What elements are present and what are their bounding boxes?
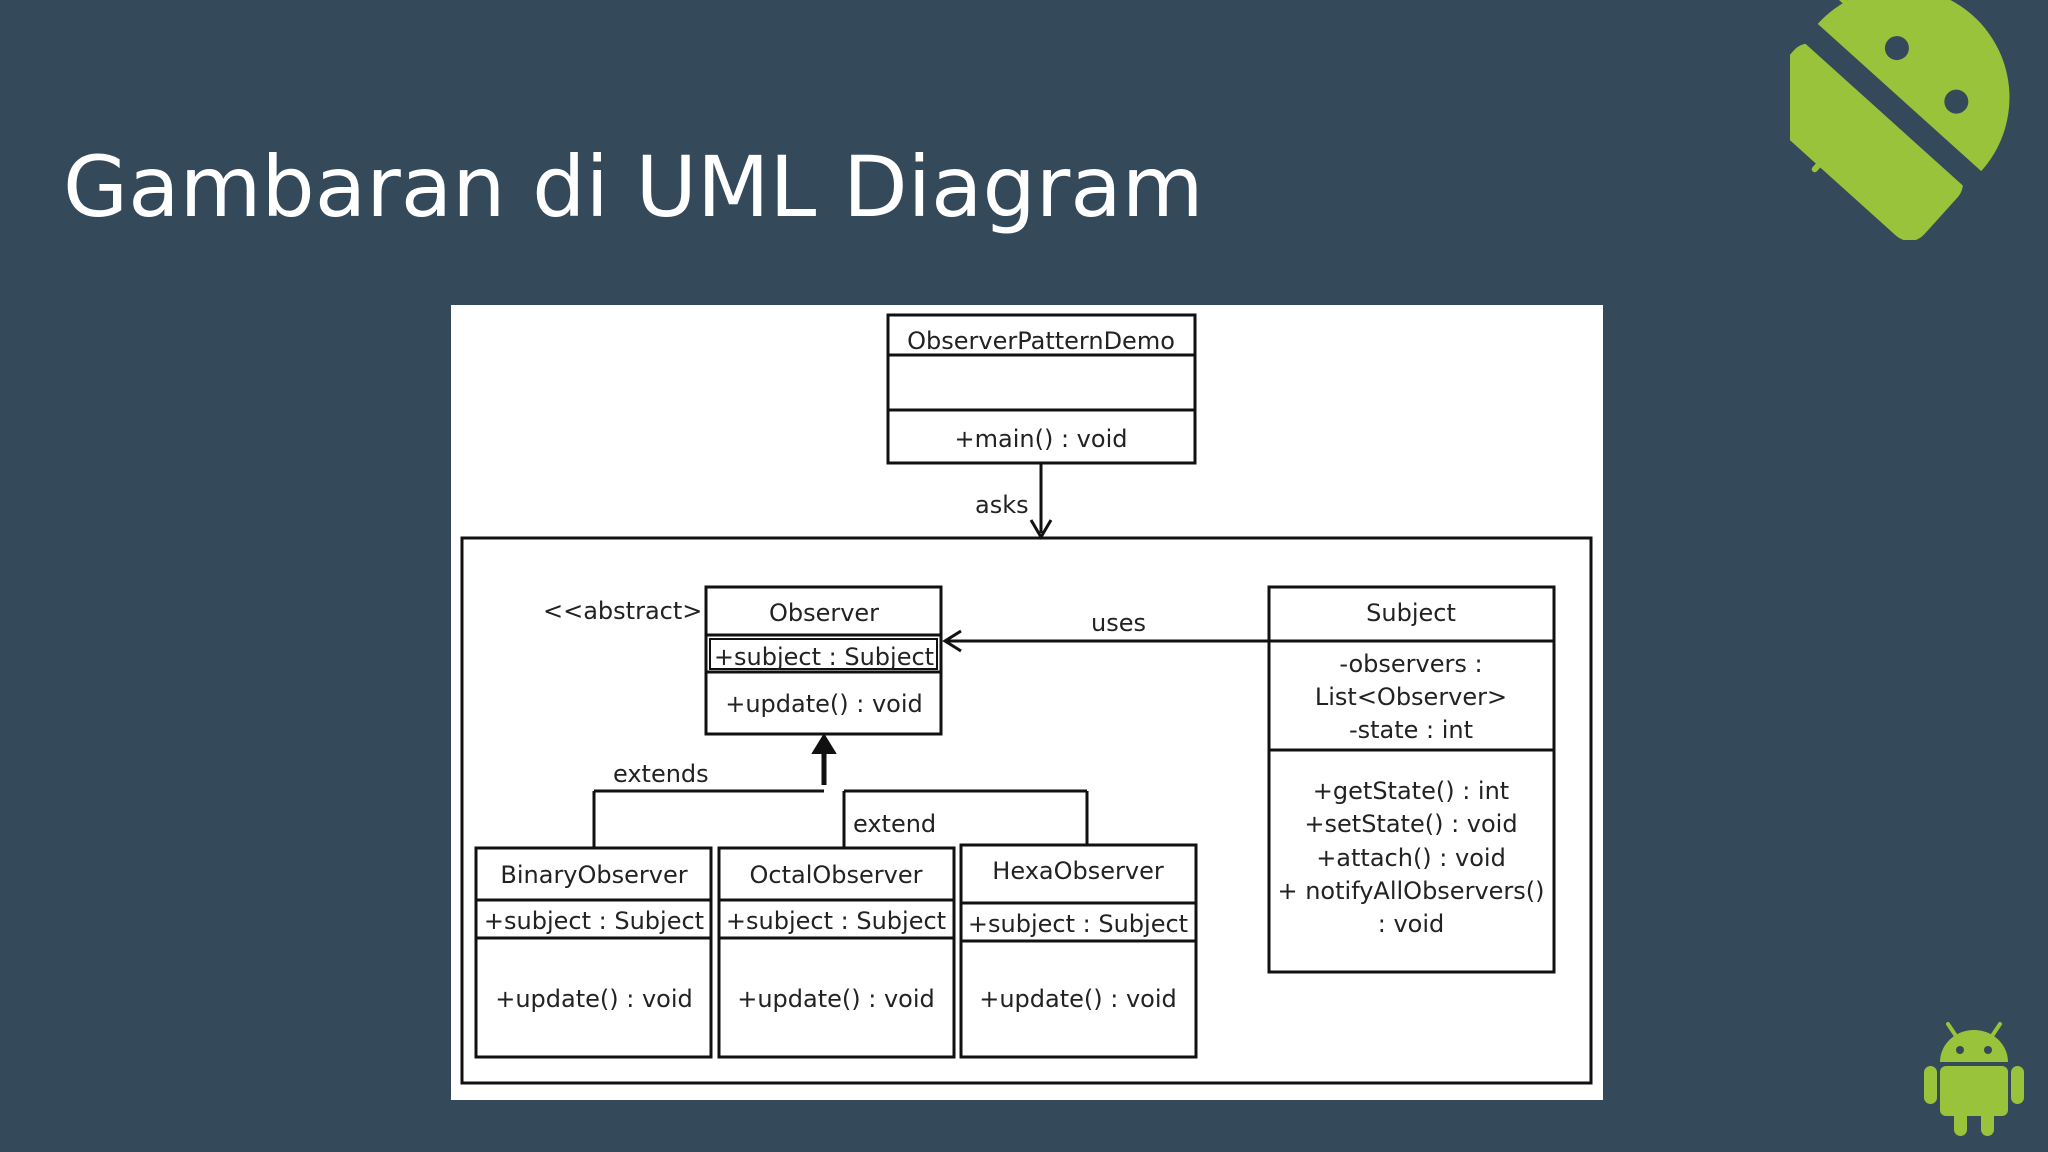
- slide-title: Gambaran di UML Diagram: [63, 138, 1204, 236]
- class-observer: Observer +subject : Subject +update() : …: [704, 585, 943, 736]
- class-octal-observer: OctalObserver +subject : Subject +update…: [717, 846, 956, 1059]
- subject-attribute: -observers :: [1339, 650, 1482, 678]
- uml-diagram-panel: ObserverPatternDemo +main() : void asks …: [451, 305, 1603, 1100]
- octal-attribute: +subject : Subject: [726, 907, 946, 935]
- subject-attribute: List<Observer>: [1315, 683, 1507, 711]
- binary-method: +update() : void: [495, 985, 693, 1013]
- asks-label: asks: [975, 491, 1029, 519]
- subject-method: : void: [1378, 910, 1445, 938]
- subject-method: +getState() : int: [1313, 777, 1509, 805]
- observer-class-name: Observer: [769, 599, 879, 627]
- observer-attribute: +subject : Subject: [714, 643, 934, 671]
- package-frame: [460, 536, 1593, 1085]
- subject-attribute: -state : int: [1349, 716, 1473, 744]
- hexa-attribute: +subject : Subject: [968, 910, 1188, 938]
- uses-label: uses: [1091, 609, 1146, 637]
- class-observer-pattern-demo: ObserverPatternDemo +main() : void: [886, 313, 1197, 465]
- class-binary-observer: BinaryObserver +subject : Subject +updat…: [474, 846, 713, 1059]
- octal-class-name: OctalObserver: [750, 861, 923, 889]
- subject-method: +setState() : void: [1304, 810, 1517, 838]
- extends-label: extends: [613, 760, 709, 788]
- hexa-method: +update() : void: [979, 985, 1177, 1013]
- subject-class-name: Subject: [1366, 599, 1456, 627]
- octal-method: +update() : void: [737, 985, 935, 1013]
- uses-arrowhead: [942, 629, 962, 653]
- hexa-class-name: HexaObserver: [992, 857, 1164, 885]
- class-subject: Subject -observers : List<Observer> -sta…: [1267, 585, 1556, 974]
- binary-class-name: BinaryObserver: [500, 861, 687, 889]
- binary-attribute: +subject : Subject: [484, 907, 704, 935]
- demo-method: +main() : void: [955, 425, 1128, 453]
- class-hexa-observer: HexaObserver +subject : Subject +update(…: [959, 843, 1198, 1059]
- subject-method: +attach() : void: [1316, 844, 1506, 872]
- uml-diagram: ObserverPatternDemo +main() : void asks …: [460, 313, 1593, 1085]
- extend-label: extend: [853, 810, 936, 838]
- android-robot-icon: [1924, 1022, 2024, 1136]
- subject-method: + notifyAllObservers(): [1277, 877, 1544, 905]
- demo-class-name: ObserverPatternDemo: [907, 327, 1175, 355]
- inheritance-connector: [592, 733, 1089, 848]
- android-head-icon: [1790, 0, 2010, 240]
- observer-method: +update() : void: [725, 690, 923, 718]
- abstract-stereotype: <<abstract>>: [543, 597, 722, 625]
